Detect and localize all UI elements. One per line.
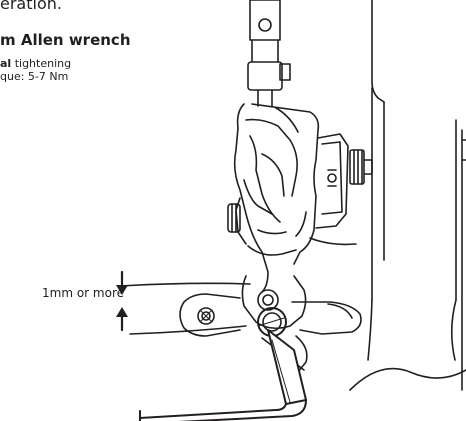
- mounting-bolt: [257, 307, 287, 337]
- tightening-note: al tightening: [0, 57, 71, 70]
- gap-label: 1mm or more: [42, 286, 125, 300]
- pivot-bolt: [227, 203, 241, 233]
- intro-text: eration.: [0, 0, 62, 13]
- torque-spec: que: 5-7 Nm: [0, 70, 69, 83]
- tightening-text: tightening: [11, 57, 72, 70]
- caliper-arm: [233, 103, 320, 293]
- tool-title: m Allen wrench: [0, 31, 131, 49]
- pad-adjuster: [309, 133, 373, 246]
- cable-housing: [247, 0, 291, 107]
- lower-arm: [119, 275, 307, 335]
- frame-outline: [349, 0, 466, 391]
- gap-indicator: [116, 270, 128, 332]
- tightening-emphasis: al: [0, 57, 12, 70]
- allen-wrench-icon: [139, 329, 307, 421]
